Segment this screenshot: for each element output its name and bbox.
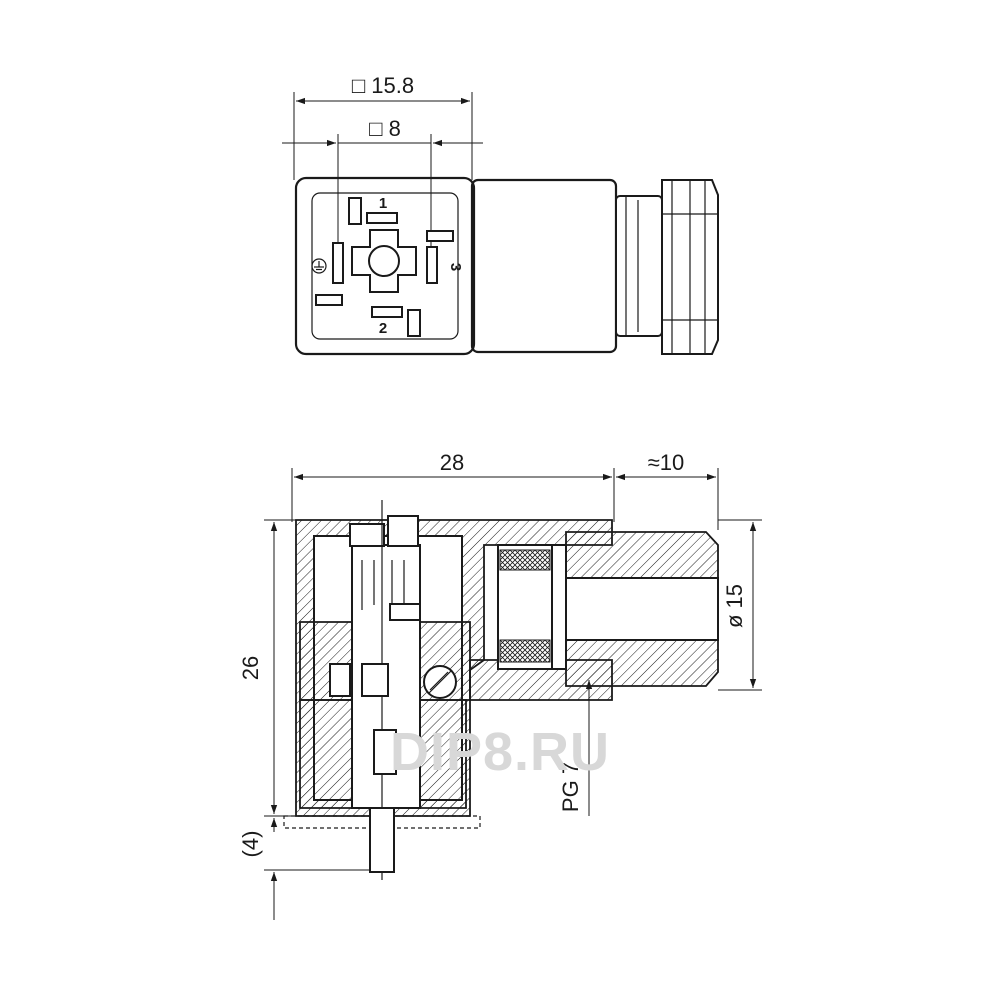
center-key-hole — [368, 245, 400, 277]
contact-3 — [426, 246, 438, 284]
dimension-outer-width: □ 15.8 — [293, 73, 473, 180]
ground-icon — [311, 258, 327, 274]
ground-pin — [369, 807, 395, 873]
contact-slot — [348, 197, 362, 225]
terminal-clamp — [389, 603, 421, 621]
cable-bore — [565, 577, 719, 641]
contact-slot — [407, 309, 421, 337]
terminal-head-left — [349, 523, 385, 547]
contact-spring — [373, 729, 397, 775]
contact-slot — [315, 294, 343, 306]
contact-slot — [426, 230, 454, 242]
dim-pin-label: (4) — [238, 831, 263, 858]
housing-body — [470, 178, 618, 354]
gland-nut-top — [565, 531, 719, 579]
dimension-inner-width: □ 8 — [282, 116, 483, 246]
dim-inner-label: □ 8 — [369, 116, 401, 141]
thread-callout: PG 7 — [558, 680, 593, 816]
thread-label: PG 7 — [558, 762, 583, 812]
dimension-length: 28 — [291, 450, 615, 522]
dimension-cable: ≈10 — [616, 450, 719, 530]
side-view: 28 ≈10 26 (4) ø 15 — [238, 450, 762, 920]
latch-tab — [329, 663, 351, 697]
connector-face-outer — [294, 176, 476, 356]
terminal-head-right — [387, 515, 419, 547]
pin-1-label: 1 — [379, 195, 387, 212]
dimension-diameter: ø 15 — [718, 519, 762, 691]
contact-1 — [366, 212, 398, 224]
dim-outer-label: □ 15.8 — [352, 73, 414, 98]
dim-diameter-label: ø 15 — [722, 584, 747, 628]
watermark: DIP8.RU — [390, 722, 610, 782]
dim-cable-label: ≈10 — [648, 450, 685, 475]
pin-2-label: 2 — [379, 320, 387, 337]
contact-ground — [332, 242, 344, 284]
top-view: □ 15.8 □ 8 — [282, 73, 719, 356]
lower-wall-left — [299, 699, 353, 809]
seal-ring — [551, 544, 567, 670]
dimension-height: 26 — [238, 519, 296, 817]
dim-height-label: 26 — [238, 656, 263, 680]
contact-block — [361, 663, 389, 697]
pin-3-label: 3 — [447, 263, 464, 271]
dimension-pin: (4) — [238, 818, 380, 920]
dim-length-label: 28 — [440, 450, 464, 475]
gland-nut-bottom — [565, 639, 719, 687]
contact-2 — [371, 306, 403, 318]
cable-nut-neck — [615, 195, 663, 337]
